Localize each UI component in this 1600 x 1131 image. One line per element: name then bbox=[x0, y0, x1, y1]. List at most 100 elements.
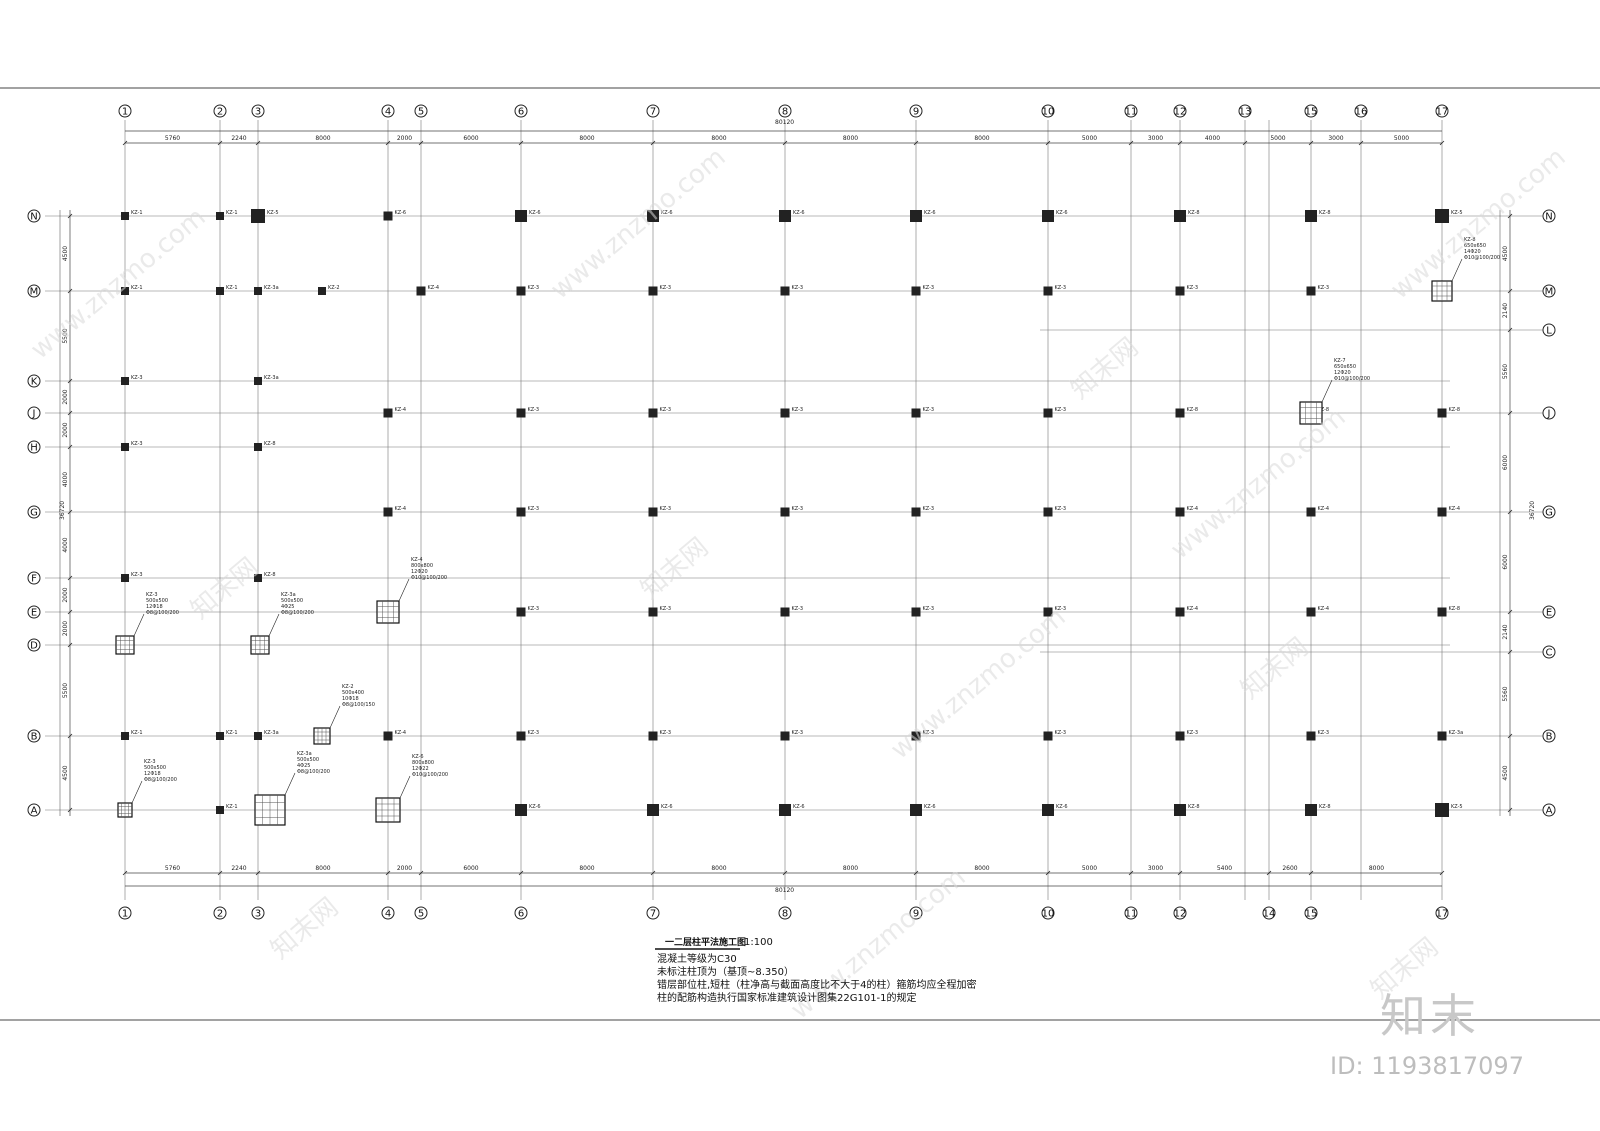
detail-text-1-1: 500x500 bbox=[281, 598, 303, 604]
axis-label-bottom-2: 2 bbox=[217, 909, 223, 920]
column-grid-14-3 bbox=[1306, 507, 1316, 517]
column-grid-7-5 bbox=[780, 731, 790, 741]
dim-label: 8000 bbox=[315, 135, 330, 142]
axis-label-bottom-9: 9 bbox=[913, 909, 919, 920]
axis-bubble-right-B bbox=[1542, 729, 1556, 743]
dim-tick bbox=[1308, 140, 1314, 146]
watermark-1: 知末网 bbox=[185, 552, 264, 625]
dim-tick bbox=[1507, 327, 1513, 333]
column-c17-5 bbox=[1435, 803, 1449, 817]
detail-text-5-3: Φ10@100/200 bbox=[1334, 376, 1370, 382]
dim-label: 4500 bbox=[1502, 765, 1509, 780]
detail-text-2-2: 12Φ20 bbox=[411, 569, 428, 575]
dim-tick bbox=[1128, 140, 1134, 146]
column-label-grid-9-6: KZ-6 bbox=[1056, 804, 1068, 810]
column-c4-2 bbox=[383, 731, 393, 741]
dim-tick bbox=[67, 575, 73, 581]
dim-tick bbox=[1128, 870, 1134, 876]
column-label-c17-1: KZ-8 bbox=[1449, 407, 1461, 413]
column-label-grid-6-2: KZ-3 bbox=[660, 407, 672, 413]
detail-leader bbox=[268, 613, 280, 637]
axis-label-bottom-1: 1 bbox=[122, 909, 128, 920]
axis-bubble-bottom-7 bbox=[646, 906, 660, 920]
dim-label: 8000 bbox=[843, 135, 858, 142]
detail-text-7-3: Φ8@100/200 bbox=[144, 777, 177, 783]
dim-label: 6000 bbox=[463, 865, 478, 872]
dim-label: 8000 bbox=[579, 135, 594, 142]
column-label-grid-14-2: KZ-8 bbox=[1318, 407, 1330, 413]
axis-bubble-top-9 bbox=[909, 104, 923, 118]
overall-dim-left: 36720 bbox=[59, 501, 66, 520]
column-label-grid-14-6: KZ-8 bbox=[1319, 804, 1331, 810]
axis-bubble-right-E bbox=[1542, 605, 1556, 619]
column-label-c2-2: KZ-1 bbox=[226, 730, 238, 736]
column-label-c1-1: KZ-1 bbox=[131, 285, 143, 291]
dim-label: 8000 bbox=[711, 135, 726, 142]
dim-label: 8000 bbox=[843, 865, 858, 872]
detail-text-4-3: Φ10@100/200 bbox=[412, 772, 448, 778]
column-label-c17-3: KZ-8 bbox=[1449, 606, 1461, 612]
column-label-grid-6-6: KZ-6 bbox=[661, 804, 673, 810]
axis-label-left-A: A bbox=[31, 806, 38, 817]
column-grid-9-0 bbox=[1042, 210, 1054, 222]
column-grid-5-0 bbox=[515, 210, 527, 222]
column-label-c3-0: KZ-5 bbox=[267, 210, 279, 216]
axis-label-left-G: G bbox=[30, 508, 38, 519]
note-3: 错层部位柱,短柱（柱净高与截面高度比不大于4的柱）箍筋均应全程加密 bbox=[657, 978, 977, 991]
column-label-c17-4: KZ-3a bbox=[1449, 730, 1464, 736]
dim-label: 4000 bbox=[62, 537, 69, 552]
axis-bubble-top-3 bbox=[251, 104, 265, 118]
column-grid-11-2 bbox=[1175, 408, 1185, 418]
axis-label-top-11: 11 bbox=[1125, 107, 1138, 118]
column-label-grid-14-0: KZ-8 bbox=[1319, 210, 1331, 216]
dim-tick bbox=[67, 288, 73, 294]
axis-bubble-bottom-6 bbox=[514, 906, 528, 920]
column-label-c1-4: KZ-3 bbox=[131, 572, 143, 578]
column-grid-8-5 bbox=[911, 731, 921, 741]
column-label-grid-6-0: KZ-6 bbox=[661, 210, 673, 216]
column-c1-1 bbox=[121, 287, 129, 295]
dim-tick bbox=[650, 140, 656, 146]
column-label-grid-7-6: KZ-6 bbox=[793, 804, 805, 810]
axis-label-left-M: M bbox=[30, 287, 39, 298]
column-label-grid-7-1: KZ-3 bbox=[792, 285, 804, 291]
axis-label-top-17: 17 bbox=[1436, 107, 1449, 118]
axis-label-bottom-3: 3 bbox=[255, 909, 261, 920]
dim-tick bbox=[1507, 213, 1513, 219]
axis-bubble-left-K bbox=[27, 374, 41, 388]
column-grid-8-0 bbox=[910, 210, 922, 222]
drawing-scale: 1:100 bbox=[744, 937, 773, 948]
detail-leader bbox=[131, 780, 143, 804]
column-label-c4-3: KZ-6 bbox=[395, 210, 407, 216]
column-label-grid-5-5: KZ-3 bbox=[528, 730, 540, 736]
column-grid-11-5 bbox=[1175, 731, 1185, 741]
column-label-grid-7-2: KZ-3 bbox=[792, 407, 804, 413]
watermark-7: 知末网 bbox=[1235, 632, 1314, 705]
column-label-grid-5-4: KZ-3 bbox=[528, 606, 540, 612]
column-label-c17-2: KZ-4 bbox=[1449, 506, 1461, 512]
column-c3-0 bbox=[251, 209, 265, 223]
axis-bubble-right-M bbox=[1542, 284, 1556, 298]
column-label-c4-2: KZ-4 bbox=[395, 730, 407, 736]
axis-label-top-9: 9 bbox=[913, 107, 919, 118]
dim-tick bbox=[1045, 870, 1051, 876]
dim-tick bbox=[67, 213, 73, 219]
axis-label-top-4: 4 bbox=[385, 107, 391, 118]
dim-tick bbox=[67, 378, 73, 384]
axis-bubble-top-13 bbox=[1238, 104, 1252, 118]
detail-text-3-2: 10Φ18 bbox=[342, 696, 359, 702]
column-label-grid-9-0: KZ-6 bbox=[1056, 210, 1068, 216]
column-grid-7-6 bbox=[779, 804, 791, 816]
axis-bubble-bottom-3 bbox=[251, 906, 265, 920]
column-grid-5-3 bbox=[516, 507, 526, 517]
note-1: 混凝土等级为C30 bbox=[657, 952, 737, 965]
column-label-c17-5: KZ-5 bbox=[1451, 804, 1463, 810]
column-label-c4-1: KZ-4 bbox=[395, 506, 407, 512]
column-label-grid-11-1: KZ-3 bbox=[1187, 285, 1199, 291]
detail-text-3-3: Φ8@100/150 bbox=[342, 702, 375, 708]
axis-bubble-bottom-17 bbox=[1435, 906, 1449, 920]
dim-label: 3000 bbox=[1148, 135, 1163, 142]
axis-label-bottom-6: 6 bbox=[518, 909, 524, 920]
axis-bubble-right-N bbox=[1542, 209, 1556, 223]
column-label-grid-11-4: KZ-4 bbox=[1187, 606, 1199, 612]
